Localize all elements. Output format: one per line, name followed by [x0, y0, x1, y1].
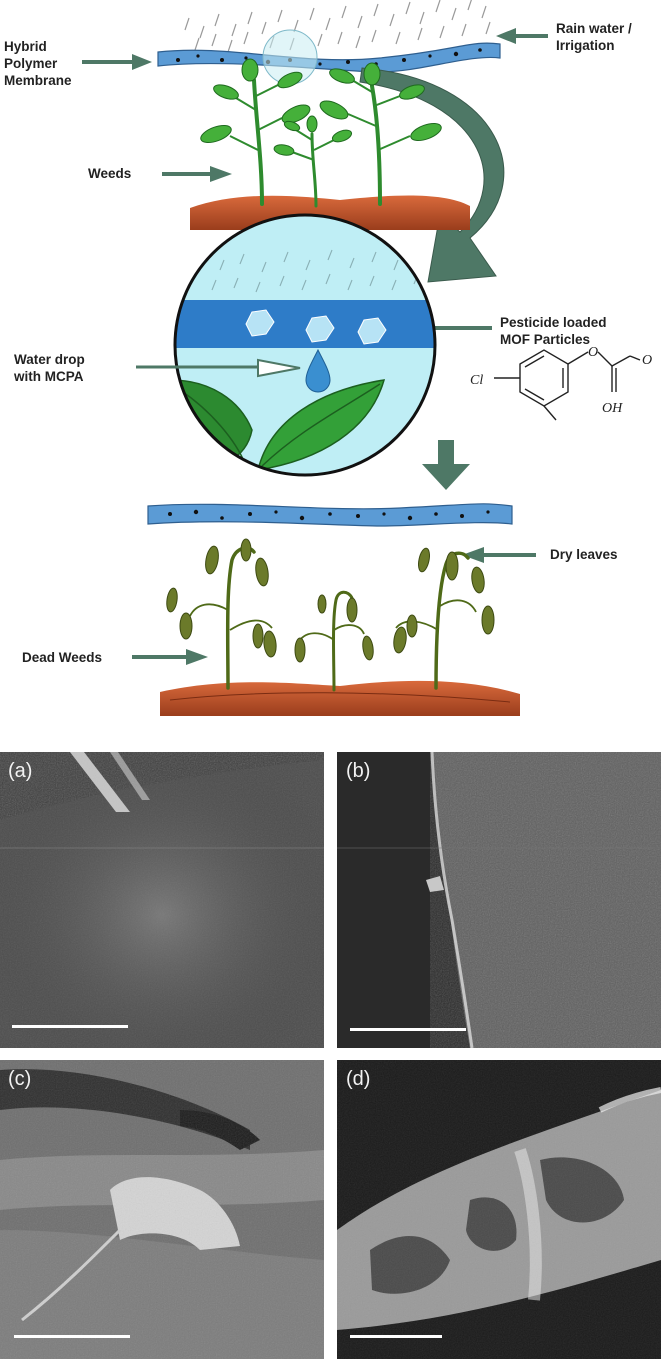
- sem-panel-c: [0, 1060, 324, 1359]
- sem-panel-b: [337, 752, 661, 1048]
- panel-label-a: (a): [8, 760, 33, 782]
- mcpa-atom-labels: Cl O O OH: [470, 345, 652, 416]
- dead-weeds: [160, 538, 520, 716]
- membrane-top: [157, 29, 501, 85]
- chlorine-atom-label: Cl: [470, 373, 483, 388]
- pesticide-mof-label: Pesticide loaded MOF Particles: [500, 315, 607, 347]
- panel-label-c: (c): [8, 1068, 32, 1090]
- water-drop-label: Water drop with MCPA: [14, 352, 85, 384]
- sem-panel-a: [0, 752, 324, 1048]
- dry-leaves-label: Dry leaves: [550, 547, 618, 562]
- label-arrows: [82, 28, 548, 665]
- carbonyl-oxygen-label: O: [642, 353, 652, 368]
- drop-pointer-arrow: [136, 358, 301, 378]
- rain-label: Rain water / Irrigation: [556, 21, 632, 53]
- rain-dashes: [184, 0, 491, 53]
- hydroxyl-label: OH: [602, 401, 623, 416]
- membrane-bottom: [147, 503, 513, 527]
- mcpa-structure: [494, 349, 641, 421]
- zoom-circle: [173, 213, 437, 477]
- healthy-weeds: [190, 58, 470, 230]
- panel-label-d: (d): [346, 1068, 371, 1090]
- membrane-label: Hybrid Polymer Membrane: [4, 39, 72, 88]
- panel-label-b: (b): [346, 760, 371, 782]
- ether-oxygen-label: O: [588, 345, 598, 360]
- scale-bar-b: [350, 1028, 466, 1031]
- sem-panel-d: [337, 1060, 661, 1359]
- scale-bar-a: [12, 1025, 128, 1028]
- scale-bar-c: [14, 1335, 130, 1338]
- weeds-label: Weeds: [88, 166, 132, 181]
- scale-bar-d: [350, 1335, 442, 1338]
- down-arrow: [422, 440, 470, 490]
- dead-weeds-label: Dead Weeds: [22, 650, 103, 665]
